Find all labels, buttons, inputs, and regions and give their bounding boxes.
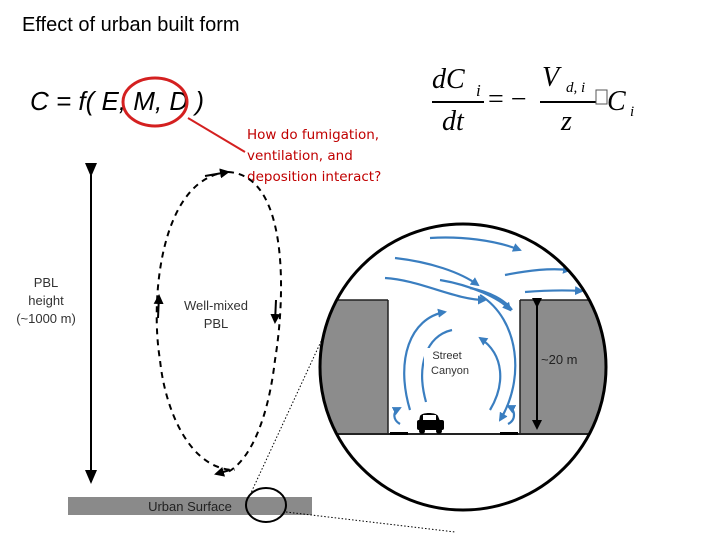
- deposition-equation: dC i dt = − V d, i z C i: [432, 62, 634, 137]
- car-icon: [417, 413, 444, 434]
- pbl-label-line-1: PBL: [34, 275, 59, 290]
- eq-c-sub: i: [630, 104, 634, 120]
- zoom-connector-upper: [249, 321, 331, 496]
- eq-v-sub: d, i: [566, 80, 585, 96]
- eq-dc-sub: i: [476, 81, 481, 100]
- urban-surface-label: Urban Surface: [148, 499, 232, 514]
- question-line-1: How do fumigation,: [247, 127, 380, 143]
- urban-surface-bar: [68, 497, 312, 515]
- question-line-3: deposition interact?: [247, 169, 382, 185]
- pbl-label-line-3: (~1000 m): [16, 311, 76, 326]
- loop-arrow-top: [204, 168, 230, 179]
- callout-line: [187, 117, 246, 153]
- wellmixed-label-line-2: PBL: [204, 316, 229, 331]
- slide-title: Effect of urban built form: [22, 14, 240, 36]
- loop-arrow-right: [270, 299, 281, 324]
- loop-arrow-left: [153, 294, 164, 319]
- canyon-height-label: ~20 m: [541, 352, 578, 367]
- eq-placeholder-box: [595, 89, 608, 105]
- flow-streamlines: [384, 236, 584, 425]
- eq-operator: = −: [488, 84, 527, 115]
- formula-c-equals-f: C = f( E, M, D ): [30, 86, 205, 116]
- loop-arrow-bottom: [214, 466, 231, 477]
- eq-z: z: [560, 106, 572, 137]
- canyon-label-line-2: Canyon: [431, 365, 469, 377]
- highlight-circle: [121, 76, 189, 128]
- question-callout: How do fumigation, ventilation, and depo…: [247, 125, 417, 188]
- pbl-label-line-2: height: [28, 293, 64, 308]
- wellmixed-label-bg: [172, 295, 260, 337]
- question-line-2: ventilation, and: [247, 148, 353, 164]
- canyon-label-bg: [424, 348, 474, 378]
- eq-dc: dC: [432, 64, 465, 95]
- wellmixed-loop: [155, 171, 283, 473]
- eq-v: V: [542, 62, 562, 93]
- street-canyon-detail: [320, 236, 606, 435]
- zoom-source-circle: [245, 487, 287, 523]
- building-left: [320, 300, 388, 435]
- wellmixed-label-line-1: Well-mixed: [184, 298, 248, 313]
- zoom-detail-circle: [318, 222, 608, 512]
- pbl-label-bg: [8, 270, 90, 330]
- eq-c: C: [607, 86, 626, 117]
- eq-dt: dt: [442, 106, 465, 137]
- canyon-label-line-1: Street: [432, 350, 461, 362]
- zoom-connector-lower: [285, 511, 456, 533]
